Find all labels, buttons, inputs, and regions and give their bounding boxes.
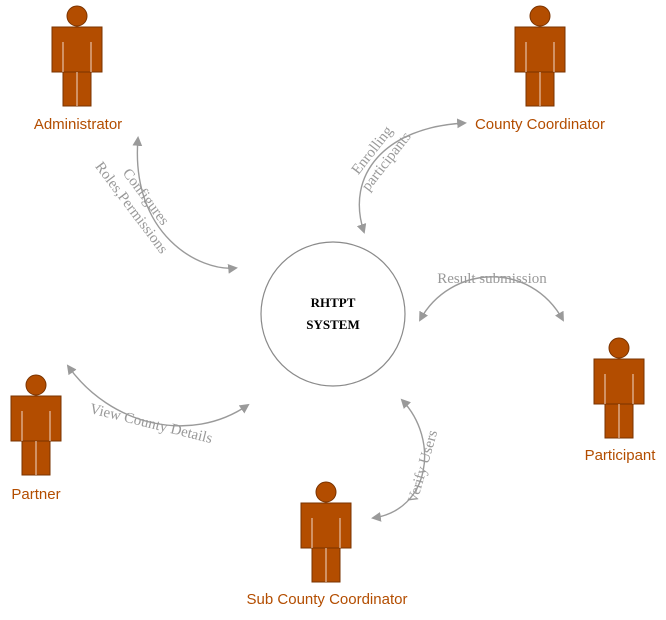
system-label-line1: RHTPT	[311, 295, 356, 310]
system-node: RHTPT SYSTEM	[260, 241, 406, 387]
person-icon	[10, 374, 62, 476]
edge-verify-users	[371, 398, 426, 522]
edge-label-verify-users: Verify Users	[405, 428, 441, 505]
person-icon	[51, 5, 103, 107]
person-icon	[300, 481, 352, 583]
actor-administrator: Administrator	[34, 5, 122, 133]
actor-label-participant: Participant	[585, 447, 657, 464]
system-circle	[260, 241, 406, 387]
actor-label-partner: Partner	[11, 486, 60, 503]
actor-label-sub-county-coordinator: Sub County Coordinator	[247, 591, 408, 608]
edge-enrolling	[356, 118, 467, 234]
edge-configures	[132, 136, 238, 274]
edge-label-result-submission: Result submission	[437, 271, 547, 287]
actor-label-administrator: Administrator	[34, 116, 122, 133]
actor-partner: Partner	[10, 374, 62, 503]
edge-label-view-county-details: View County Details	[88, 401, 214, 447]
person-icon	[593, 337, 645, 439]
person-icon	[514, 5, 566, 107]
actor-sub-county-coordinator: Sub County Coordinator	[247, 481, 408, 608]
edge-result-submission	[419, 276, 564, 322]
system-label-line2: SYSTEM	[306, 317, 359, 332]
actor-county-coordinator: County Coordinator	[475, 5, 605, 133]
actor-participant: Participant	[585, 337, 657, 464]
actor-label-county-coordinator: County Coordinator	[475, 116, 605, 133]
edge-view-county-details	[66, 364, 250, 427]
